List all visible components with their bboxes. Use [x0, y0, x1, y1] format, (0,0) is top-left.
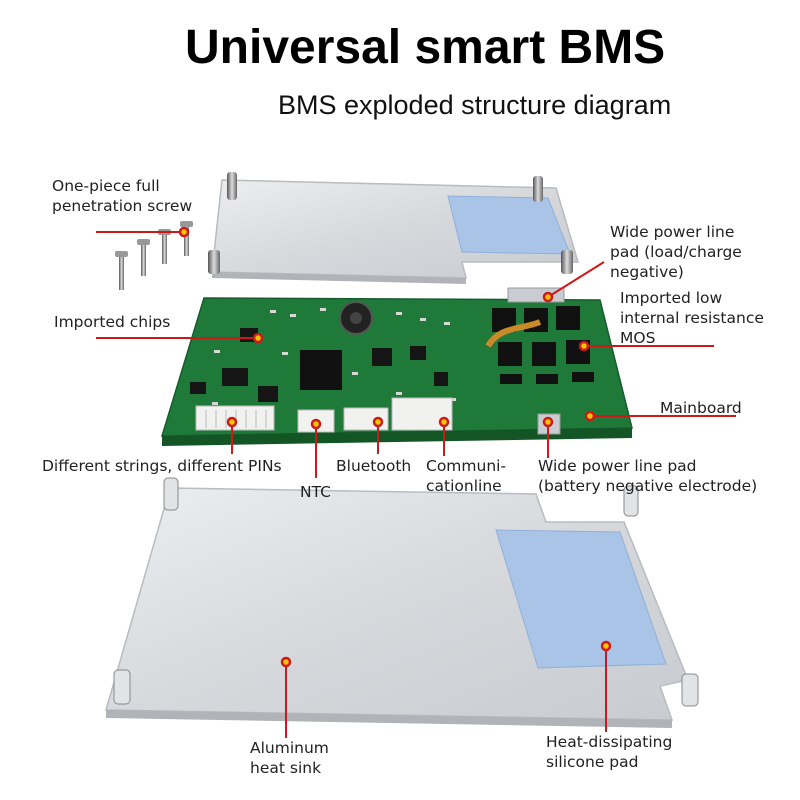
label-mainboard: Mainboard — [660, 399, 742, 417]
bottom-standoff — [623, 485, 639, 517]
callout-dot — [542, 291, 554, 303]
screw — [115, 251, 128, 290]
top-standoff — [561, 250, 573, 274]
screw — [137, 239, 150, 276]
wide-pad-top — [507, 287, 565, 303]
bottom-standoff — [113, 669, 131, 705]
callout-dot — [178, 226, 190, 238]
top-standoff — [227, 172, 237, 200]
screw — [180, 221, 193, 256]
label-mos: Imported low internal resistance MOS — [620, 289, 764, 347]
callout-dots — [178, 226, 612, 668]
callout-dot — [226, 416, 238, 428]
callout-dot — [252, 332, 264, 344]
callout-dot — [600, 640, 612, 652]
top-aluminum-plate — [208, 172, 580, 284]
main-chip — [300, 350, 342, 390]
pcb-mainboard — [160, 287, 633, 446]
screw — [158, 229, 171, 264]
bottom-standoff — [681, 673, 699, 707]
callout-dot — [584, 410, 596, 422]
label-heatsink: Aluminum heat sink — [250, 739, 329, 777]
callout-line-wide-pad-top — [547, 261, 605, 298]
callout-dot — [542, 416, 554, 428]
label-wide-pad-top: Wide power line pad (load/charge negativ… — [610, 223, 742, 281]
label-bluetooth: Bluetooth — [336, 457, 412, 475]
callout-dot — [372, 416, 384, 428]
label-strings: Different strings, different PINs — [42, 457, 282, 475]
bottom-heat-sink — [105, 477, 699, 728]
callout-dot — [578, 340, 590, 352]
label-screw: One-piece full penetration screw — [52, 177, 193, 215]
bottom-silicone-pad — [495, 529, 667, 669]
callout-dot — [280, 656, 292, 668]
screws — [115, 221, 193, 290]
label-silicone: Heat-dissipating silicone pad — [546, 733, 673, 771]
label-comm: Communi- cationline — [426, 457, 507, 495]
callout-dot — [438, 416, 450, 428]
label-chips: Imported chips — [54, 313, 171, 331]
label-wide-pad-bottom: Wide power line pad (battery negative el… — [538, 457, 758, 495]
callout-dot — [310, 418, 322, 430]
top-standoff — [208, 250, 220, 274]
page-subtitle: BMS exploded structure diagram — [278, 90, 672, 120]
label-ntc: NTC — [300, 483, 331, 501]
mos-bank — [492, 306, 594, 384]
page-title: Universal smart BMS — [185, 21, 666, 74]
top-standoff — [533, 176, 543, 202]
bottom-standoff — [163, 477, 179, 511]
callout-lines — [96, 231, 736, 738]
